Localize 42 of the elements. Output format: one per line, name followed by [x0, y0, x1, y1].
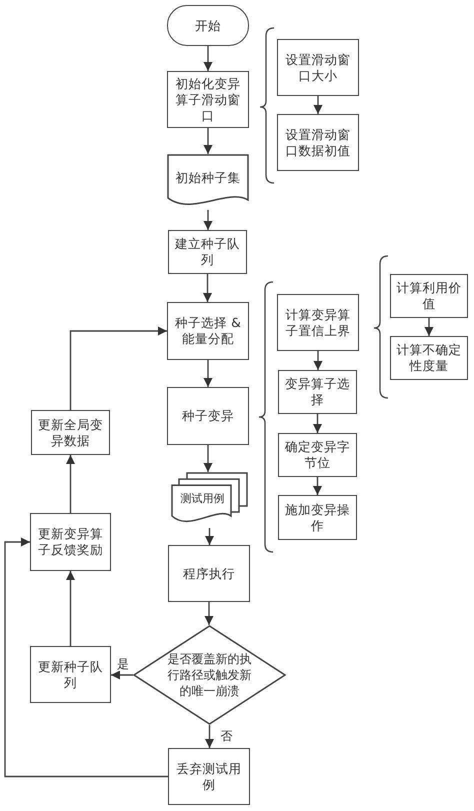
process-box: 更新全局变异数据	[31, 410, 110, 455]
arrow	[204, 210, 212, 230]
start-terminal: 开始	[167, 5, 249, 46]
process-box: 初始化变异算子滑动窗口	[167, 71, 249, 128]
process-box: 更新变异算子反馈奖励	[30, 513, 111, 571]
process-box: 丢弃测试用例	[168, 748, 250, 805]
process-box: 确定变异字节位	[278, 433, 357, 477]
arrow	[204, 602, 214, 625]
process-box: 种子变异	[167, 387, 249, 445]
arrow	[205, 528, 214, 545]
arrow	[314, 96, 322, 114]
process-box: 计算变异算子置信上界	[277, 294, 359, 351]
process-box: 建立种子队列	[168, 230, 247, 274]
arrow	[203, 274, 212, 302]
arrow	[204, 360, 212, 387]
node-text: 初始种子集	[174, 170, 242, 186]
edge-label: 是	[116, 657, 130, 671]
process-box: 设置滑动窗口数据初值	[277, 114, 359, 171]
arrow	[204, 128, 212, 154]
process-box: 更新种子队列	[30, 646, 111, 703]
process-box: 施加变异操作	[278, 495, 357, 540]
arrow	[314, 351, 322, 370]
process-box: 计算不确定性度量	[390, 336, 468, 380]
edge-label: 否	[220, 728, 234, 742]
node-text: 测试用例	[180, 491, 224, 507]
arrow	[204, 445, 212, 472]
process-box: 变异算子选择	[278, 370, 357, 414]
process-box: 计算利用价值	[390, 274, 468, 318]
arrow	[70, 326, 167, 410]
arrow	[4, 538, 168, 778]
process-box: 设置滑动窗口大小	[277, 39, 359, 96]
arrow	[111, 670, 133, 680]
arrow	[204, 46, 212, 71]
arrow	[205, 725, 214, 748]
arrow	[424, 318, 434, 336]
decision-text: 是否覆盖新的执行路径或触发新的唯一崩溃	[166, 651, 252, 699]
arrow	[313, 477, 322, 495]
process-box: 种子选择 & 能量分配	[167, 302, 249, 360]
arrow	[66, 571, 75, 646]
process-box: 程序执行	[168, 545, 250, 602]
arrow	[66, 455, 75, 513]
arrow	[313, 414, 322, 433]
